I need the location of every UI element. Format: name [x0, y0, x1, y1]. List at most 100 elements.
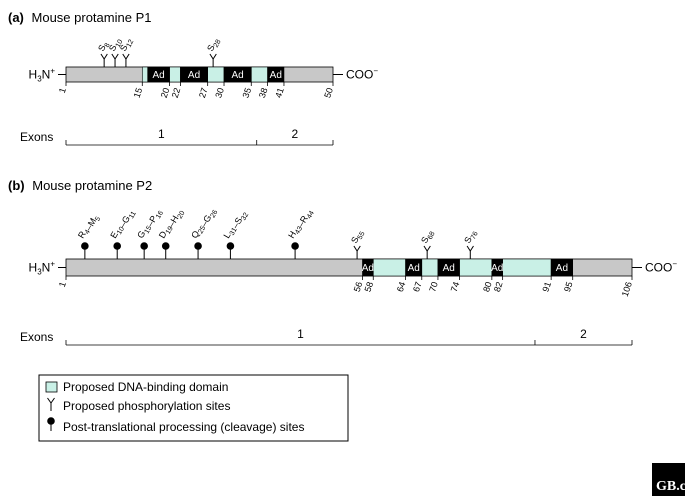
p2-cleavage-label: E10–G11: [108, 206, 138, 242]
p2-cleavage-label: L31–S32: [221, 208, 250, 243]
p2-tick-label: 106: [620, 281, 634, 298]
p2-exons-label: Exons: [20, 330, 53, 344]
panel-b-name: Mouse protamine P2: [32, 178, 152, 193]
p2-phospho-label: S76: [462, 228, 480, 246]
p2-cleavage-label: D19–H20: [157, 206, 187, 243]
p2-cleavage-site: [113, 242, 122, 259]
p1-ad-region: [267, 66, 285, 83]
p2-ad-label: Ad: [408, 263, 420, 274]
p1-phospho-label: S28: [205, 36, 223, 54]
p1-dna-binding-region: [141, 66, 149, 83]
p2-dna-binding-region: [459, 258, 493, 277]
p2-tick-label: 91: [540, 281, 553, 294]
p1-tick-label: 27: [197, 87, 210, 100]
p1-phospho-site: [209, 53, 217, 67]
p1-ad-region: [147, 66, 170, 83]
p2-ad-region: [362, 258, 374, 277]
legend: Proposed DNA-binding domain Proposed pho…: [38, 374, 349, 442]
p1-ad-label: Ad: [188, 70, 200, 81]
p2-phospho-label: S55: [349, 228, 367, 246]
p2-ad-label: Ad: [556, 263, 568, 274]
p2-dna-binding-region: [502, 258, 552, 277]
p1-exons-label: Exons: [20, 130, 53, 144]
p2-phospho-label: S68: [419, 228, 437, 246]
p1-phospho-site: [100, 53, 108, 67]
p1-ad-label: Ad: [232, 70, 244, 81]
p2-tick-label: 82: [492, 281, 505, 294]
p2-tick-label: 1: [57, 281, 68, 289]
legend-dna-binding: Proposed DNA-binding domain: [63, 380, 228, 394]
p2-cleavage-site: [81, 242, 89, 259]
p1-dna-binding-region: [207, 66, 225, 83]
p1-phospho-label: S8: [96, 39, 112, 54]
p1-ad-label: Ad: [153, 70, 165, 81]
p2-tick-label: 58: [363, 281, 376, 294]
p1-exon-name: 2: [292, 127, 299, 141]
p2-tick-label: 74: [449, 281, 462, 294]
p2-tick-label: 67: [411, 281, 424, 294]
p1-tick-label: 20: [159, 87, 172, 100]
p2-tick-label: 70: [427, 281, 440, 294]
p1-tick-label: 30: [213, 87, 226, 100]
p1-tick-label: 35: [241, 87, 254, 100]
legend-phospho-icon: [47, 397, 55, 411]
p2-dna-binding-region: [421, 258, 439, 277]
p2-phospho-site: [423, 245, 431, 259]
p2-cleavage-site: [161, 242, 170, 259]
journal-logo-text: GB.c: [656, 479, 685, 494]
p2-ad-label: Ad: [362, 263, 374, 274]
p1-ad-region: [223, 66, 252, 83]
legend-cleavage-icon: [47, 417, 55, 431]
p1-ad-label: Ad: [270, 70, 282, 81]
p1-phospho-label: S10: [107, 36, 125, 54]
p2-ad-label: Ad: [491, 263, 503, 274]
legend-box: [38, 374, 349, 442]
journal-logo: GB.c: [652, 463, 685, 496]
p1-n-terminus: H3N+: [29, 67, 56, 84]
p1-tick-label: 41: [273, 87, 286, 100]
p2-dna-binding-region: [372, 258, 406, 277]
p1-phospho-site: [111, 53, 119, 67]
p2-phospho-site: [353, 245, 361, 259]
p1-tick-label: 15: [132, 87, 145, 100]
p2-cleavage-site: [226, 242, 235, 259]
p1-dna-binding-region: [169, 66, 181, 83]
p1-ad-region: [180, 66, 208, 83]
p2-cleavage-site: [194, 242, 202, 259]
p2-exon-name: 1: [297, 327, 304, 341]
p1-tick-label: 22: [170, 87, 183, 100]
panel-a-letter: (a): [8, 10, 24, 25]
p2-exon-name: 2: [580, 327, 587, 341]
p2-cleavage-label: R4–M5: [76, 212, 102, 243]
panel-a-title: (a) Mouse protamine P1: [8, 10, 151, 25]
p2-cleavage-site: [140, 242, 148, 259]
p2-cleavage-label: H43–R44: [286, 206, 316, 243]
p1-exon-name: 1: [158, 127, 165, 141]
p2-ad-region: [491, 258, 503, 277]
legend-dna-swatch: [45, 381, 58, 393]
p1-tick-label: 50: [322, 87, 335, 100]
p2-cleavage-label: Q25–G26: [189, 205, 219, 243]
p2-tick-label: 64: [395, 281, 408, 294]
p2-c-terminus: COO−: [645, 260, 677, 275]
legend-phospho: Proposed phosphorylation sites: [63, 399, 230, 413]
p1-tick-label: 38: [257, 87, 270, 100]
p2-ad-region: [550, 258, 574, 277]
legend-cleavage: Post-translational processing (cleavage)…: [63, 420, 304, 434]
p2-tick-label: 56: [352, 281, 365, 294]
p2-ad-label: Ad: [443, 263, 455, 274]
p2-ad-region: [405, 258, 423, 277]
p1-phospho-label: S12: [118, 36, 136, 54]
panel-a-name: Mouse protamine P1: [32, 10, 152, 25]
p2-phospho-site: [466, 245, 474, 259]
p2-n-terminus: H3N+: [29, 260, 56, 277]
p1-phospho-site: [122, 53, 130, 67]
p2-tick-label: 95: [562, 281, 575, 294]
p2-cleavage-site: [291, 242, 299, 259]
panel-b-letter: (b): [8, 178, 25, 193]
panel-b-title: (b) Mouse protamine P2: [8, 178, 152, 193]
p2-tick-label: 80: [481, 281, 494, 294]
